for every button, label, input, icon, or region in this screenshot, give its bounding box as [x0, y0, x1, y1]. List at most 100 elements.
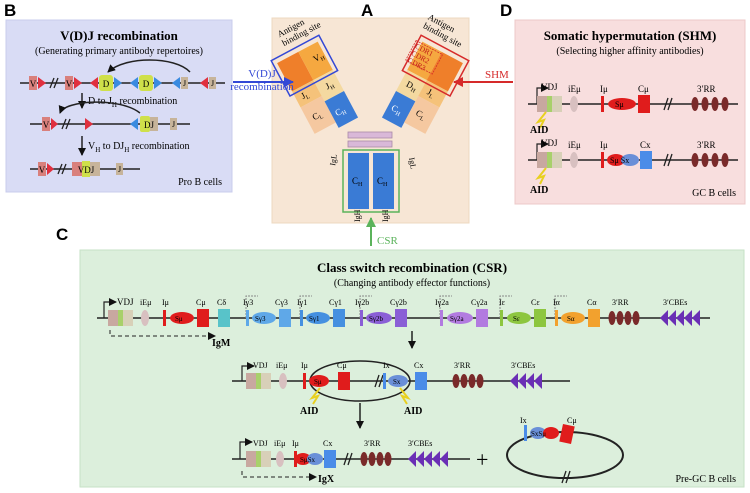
smu-sx-label: SμSx	[300, 456, 316, 464]
ch-label: CH	[333, 104, 348, 120]
ch-domain-fc-right	[373, 153, 394, 209]
vdj-label: VDJ	[541, 138, 558, 148]
jl-domain	[418, 80, 448, 108]
igh-label-left: IgH	[353, 209, 362, 222]
ig3-label: Iγ3	[243, 298, 253, 307]
se-label: Sε	[513, 315, 520, 323]
imu-label: Iμ	[292, 439, 299, 448]
sg2b-label: Sγ2b	[369, 315, 383, 323]
plus-sign: +	[476, 447, 488, 472]
ch-label: CH	[389, 103, 404, 119]
ie-label: Iε	[499, 298, 506, 307]
aid-lightning-icon	[399, 387, 411, 405]
panel-b: B V(D)J recombination (Generating primar…	[4, 1, 233, 193]
cg2b-label: Cγ2b	[390, 298, 407, 307]
antibody-left-arm: VH JH JL CL CH	[270, 34, 359, 134]
3rr-label: 3′RR	[454, 361, 471, 370]
cl-label: CL	[413, 108, 427, 123]
ia-label: Iα	[553, 298, 561, 307]
ix-label: Ix	[383, 361, 390, 370]
imu-label: Iμ	[162, 298, 169, 307]
shm-arrow-label: SHM	[485, 69, 509, 81]
panel-c-background	[79, 249, 745, 488]
jh-domain	[313, 69, 344, 102]
j-segment-label: J	[211, 79, 214, 88]
vh-domain	[407, 41, 442, 81]
cmu-label: Cμ	[337, 361, 347, 370]
d-segment-label: D	[143, 79, 150, 89]
jh-label: JH	[324, 79, 337, 94]
panel-c-footer: Pre-GC B cells	[675, 474, 736, 485]
hinge-bond	[347, 131, 393, 139]
iemu-label: iEμ	[276, 361, 287, 370]
cg1-label: Cγ1	[329, 298, 342, 307]
iemu-label: iEμ	[274, 439, 285, 448]
cmu-label: Cμ	[567, 416, 577, 425]
ig2b-label: Iγ2b	[355, 298, 369, 307]
cx-label: Cx	[414, 361, 423, 370]
vdj-label: VDJ	[541, 82, 558, 92]
j-segment-label: J	[172, 120, 175, 129]
vdj-label: VDJ	[253, 439, 268, 448]
aid-lightning-icon	[535, 111, 547, 129]
iemu-label: iEμ	[568, 140, 581, 150]
dh-label: DH	[404, 79, 420, 95]
v-segment	[29, 76, 37, 90]
vdj-label: VDJ	[117, 297, 134, 307]
excised-circle: Ix SxSμ Cμ	[506, 416, 624, 484]
j-segment-label: J	[183, 79, 186, 88]
d-row-2: VDJ iEμ Iμ Sμ Sx Cx 3′RR AID	[528, 138, 738, 196]
cg2a-label: Cγ2a	[471, 298, 488, 307]
aid-label: AID	[404, 406, 422, 417]
b-germline-row: V V D D J J	[20, 59, 225, 91]
d-segment	[139, 75, 153, 91]
cl-label: CL	[311, 109, 325, 124]
cmu-label: Cμ	[638, 84, 649, 94]
iemu-label: iEμ	[568, 84, 581, 94]
j-segment-label: J	[118, 165, 121, 174]
panel-c-letter: C	[56, 225, 68, 244]
vdj-segment-label: VDJ	[78, 165, 95, 175]
imu-label: Iμ	[301, 361, 308, 370]
iemu-label: iEμ	[140, 298, 151, 307]
smu-sx-label: Sμ Sx	[610, 156, 629, 165]
b-dj-row: V DJ J	[30, 101, 190, 132]
antigen-binding-site-box	[270, 34, 339, 97]
v-segment-label: V	[66, 79, 73, 89]
cl-domain	[404, 96, 440, 134]
d-segment-label: D	[103, 79, 110, 89]
d-row-1: VDJ iEμ Iμ Sμ Cμ 3′RR AID	[528, 82, 738, 136]
cmu-label: Cμ	[196, 298, 206, 307]
ig2a-label: Iγ2a	[435, 298, 449, 307]
hinge-bond	[347, 140, 393, 148]
d-segment	[99, 75, 113, 91]
ch1-domain	[381, 91, 416, 128]
vl-domain	[277, 51, 314, 92]
vdj-label: VDJ	[253, 361, 268, 370]
3cbes-label: 3′CBEs	[511, 361, 535, 370]
panel-b-subtitle: (Generating primary antibody repertoires…	[35, 46, 203, 57]
panel-c: C Class switch recombination (CSR) (Chan…	[56, 225, 745, 488]
panel-c-subtitle: (Changing antibody effector functions)	[334, 278, 490, 289]
jl-domain	[292, 80, 322, 108]
panel-b-title: V(D)J recombination	[60, 28, 179, 43]
ce-label: Cε	[531, 298, 540, 307]
imu-label: Iμ	[600, 140, 608, 150]
3rr-label: 3′RR	[612, 298, 629, 307]
smu-label: Sμ	[615, 100, 624, 109]
panel-d: D Somatic hypermutation (SHM) (Selecting…	[500, 1, 746, 205]
3cbes-label: 3′CBEs	[663, 298, 687, 307]
3cbes-label: 3′CBEs	[408, 439, 432, 448]
j-segment	[181, 77, 188, 89]
sg2a-label: Sγ2a	[450, 315, 464, 323]
cx-label: Cx	[323, 439, 332, 448]
panel-a: A VH JH JL CL CH Antigenbinding site DH	[270, 1, 470, 224]
vh-label: VH	[311, 50, 327, 66]
panel-d-title: Somatic hypermutation (SHM)	[544, 28, 717, 43]
aid-label: AID	[530, 125, 548, 136]
cx-label: Cx	[640, 140, 651, 150]
sa-label: Sα	[567, 315, 575, 323]
vl-domain	[426, 51, 463, 92]
sg3-label: Sγ3	[255, 315, 266, 323]
panel-b-letter: B	[4, 1, 16, 20]
